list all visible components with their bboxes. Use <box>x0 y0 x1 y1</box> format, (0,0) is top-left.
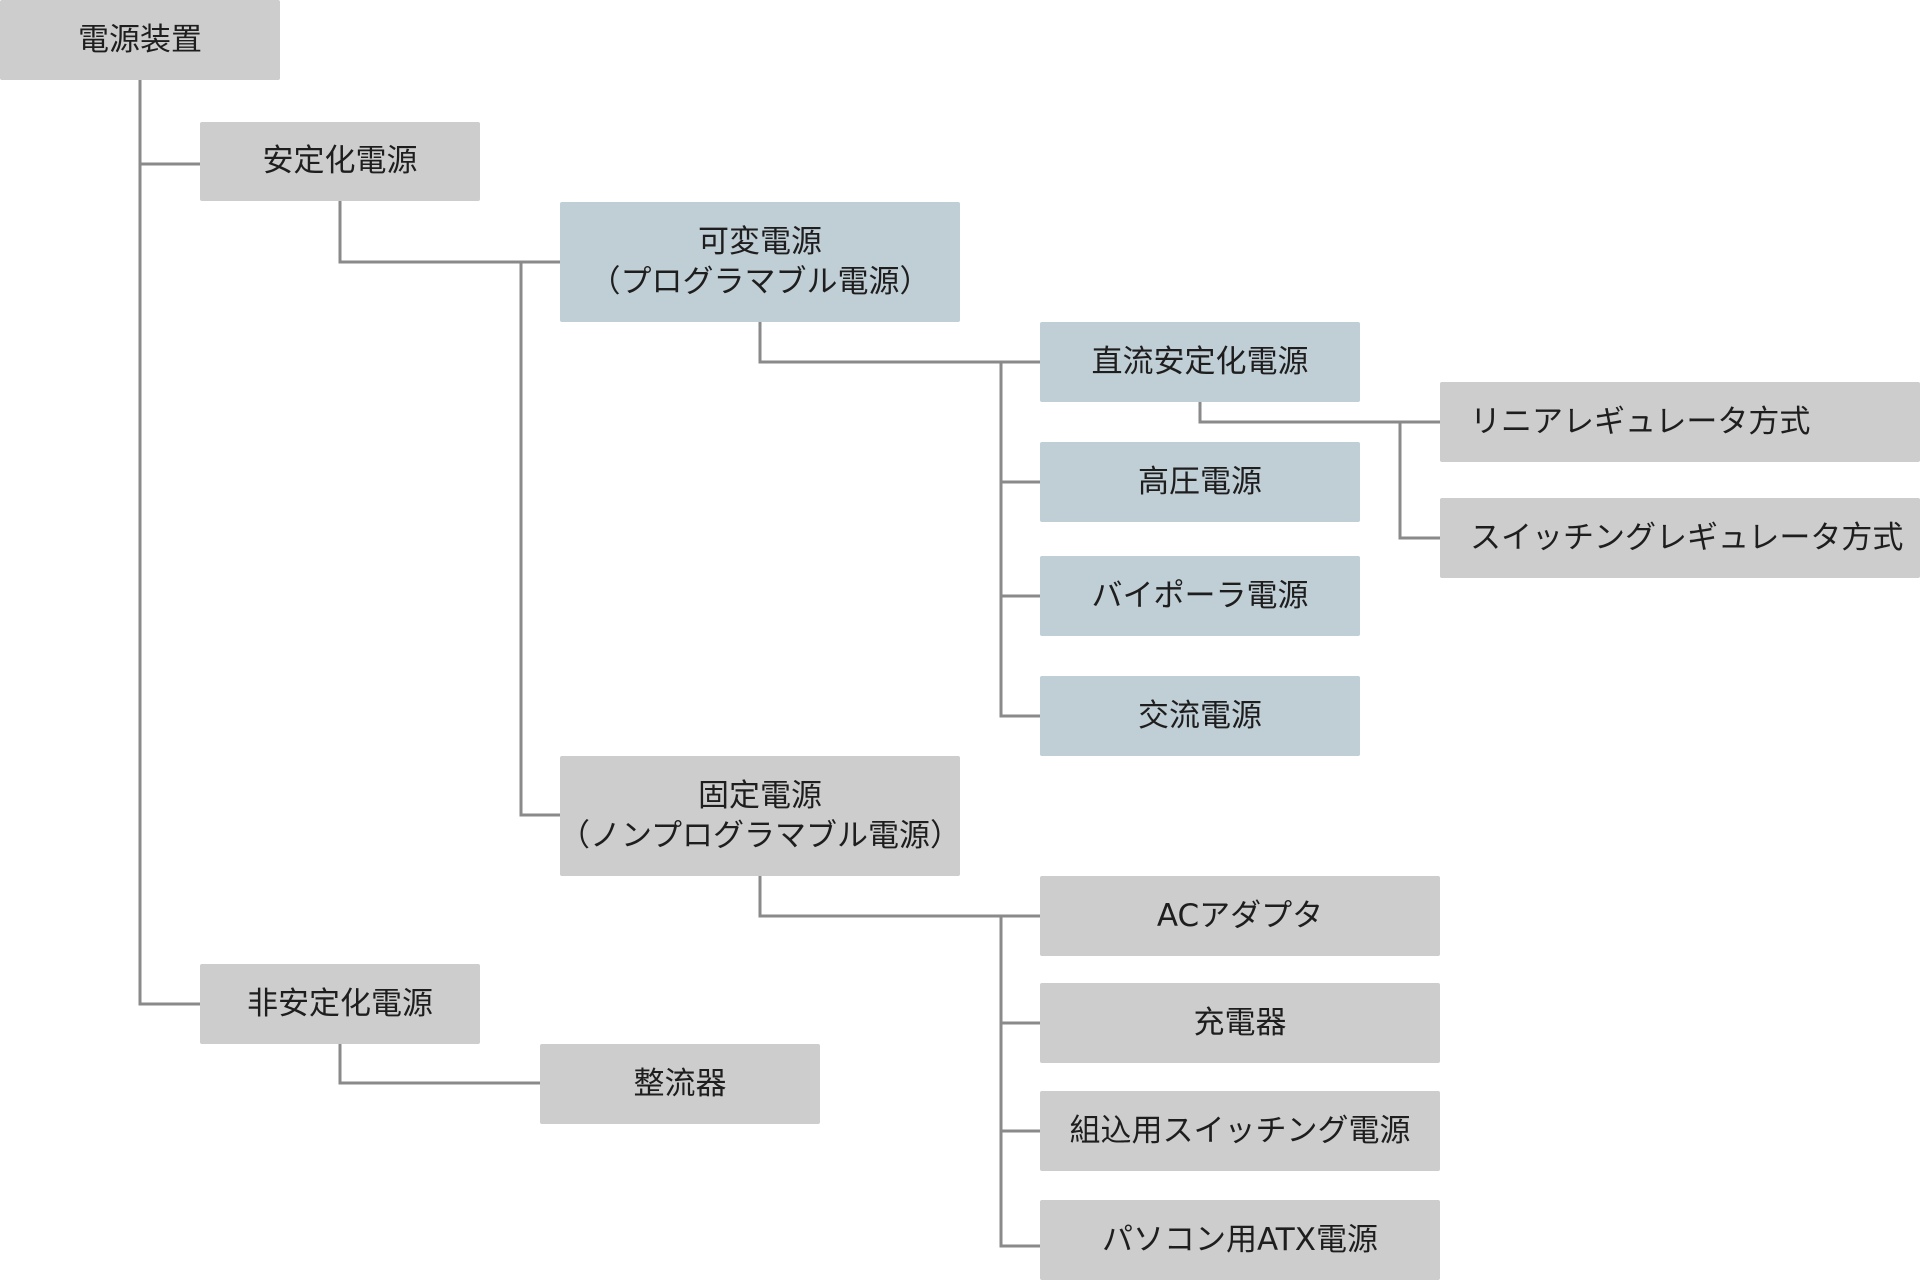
node-high-voltage: 高圧電源 <box>1040 442 1360 522</box>
node-bipolar-label: バイポーラ電源 <box>1091 577 1309 614</box>
node-fixed-label-line2: （ノンプログラマブル電源） <box>558 818 962 854</box>
node-variable-label-line1: 可変電源 <box>698 223 822 260</box>
node-embedded-switching-label: 組込用スイッチング電源 <box>1069 1112 1411 1149</box>
node-unstabilized-label: 非安定化電源 <box>247 985 433 1022</box>
node-pc-atx: パソコン用ATX電源 <box>1040 1200 1440 1280</box>
node-charger-label: 充電器 <box>1193 1004 1287 1041</box>
node-stabilized-label: 安定化電源 <box>262 143 418 180</box>
node-root-label: 電源装置 <box>78 21 202 58</box>
node-fixed: 固定電源 （ノンプログラマブル電源） <box>558 756 962 876</box>
node-linear-label: リニアレギュレータ方式 <box>1470 403 1811 440</box>
node-stabilized: 安定化電源 <box>200 122 480 201</box>
node-unstabilized: 非安定化電源 <box>200 964 480 1044</box>
node-rectifier-label: 整流器 <box>633 1065 727 1102</box>
node-switching: スイッチングレギュレータ方式 <box>1440 498 1920 578</box>
node-pc-atx-label: パソコン用ATX電源 <box>1102 1221 1378 1258</box>
node-variable-label-line2: （プログラマブル電源） <box>589 264 931 300</box>
node-dc-stabilized: 直流安定化電源 <box>1040 322 1360 402</box>
node-high-voltage-label: 高圧電源 <box>1138 463 1262 500</box>
node-fixed-label-line1: 固定電源 <box>698 777 822 814</box>
node-root: 電源装置 <box>0 0 280 80</box>
node-embedded-switching: 組込用スイッチング電源 <box>1040 1091 1440 1171</box>
node-ac-adapter: ACアダプタ <box>1040 876 1440 956</box>
node-ac-label: 交流電源 <box>1138 697 1262 734</box>
node-ac: 交流電源 <box>1040 676 1360 756</box>
node-linear: リニアレギュレータ方式 <box>1440 382 1920 462</box>
node-variable: 可変電源 （プログラマブル電源） <box>560 202 960 322</box>
node-switching-label: スイッチングレギュレータ方式 <box>1470 519 1904 556</box>
node-ac-adapter-label: ACアダプタ <box>1156 897 1324 934</box>
node-dc-stabilized-label: 直流安定化電源 <box>1091 343 1309 380</box>
node-bipolar: バイポーラ電源 <box>1040 556 1360 636</box>
node-rectifier: 整流器 <box>540 1044 820 1124</box>
node-charger: 充電器 <box>1040 983 1440 1063</box>
